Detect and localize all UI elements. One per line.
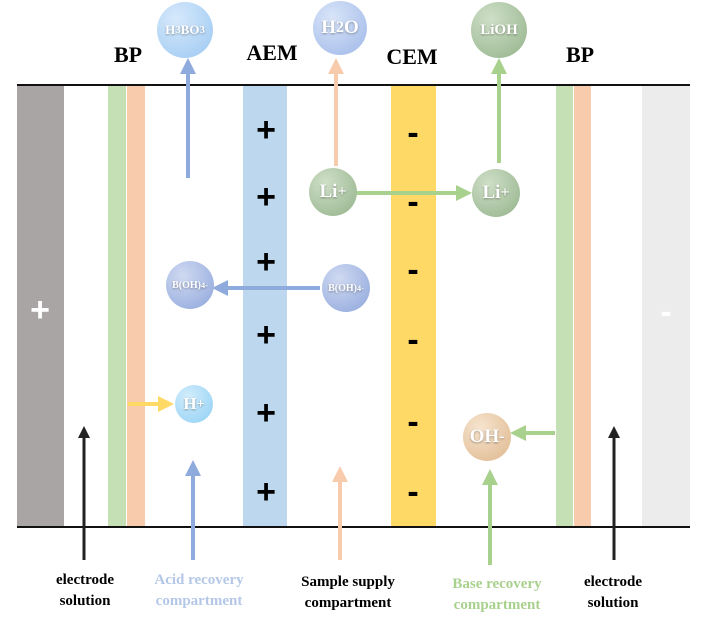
cem-charge: -: [407, 403, 419, 441]
caption-line: compartment: [453, 597, 541, 613]
cathode-sign: -: [660, 293, 672, 331]
aem-charge: +: [256, 111, 276, 149]
caption-line: Sample supply: [301, 574, 395, 590]
caption-line: solution: [59, 593, 111, 609]
anode-sign: +: [30, 291, 50, 329]
cem-charge: -: [407, 473, 419, 511]
aem-charge: +: [256, 178, 276, 216]
caption-sample-compartment: Sample supply compartment: [301, 572, 395, 614]
boh4-ion-sample: B(OH)4-: [322, 264, 370, 312]
bp-right-label: BP: [565, 42, 595, 67]
cem-charge: -: [407, 183, 419, 221]
caption-base-compartment: Base recovery compartment: [452, 574, 541, 616]
aem-label: AEM: [246, 40, 298, 65]
top-boundary: [17, 84, 690, 86]
caption-line: compartment: [155, 593, 243, 609]
lioh-molecule: LiOH: [471, 2, 527, 58]
li-ion-sample: Li+: [309, 168, 357, 216]
bottom-boundary: [17, 526, 690, 528]
cem-charge: -: [407, 321, 419, 359]
bp-right-cation-layer: [556, 86, 573, 526]
cem-charge: -: [407, 114, 419, 152]
bp-left-label: BP: [113, 42, 143, 67]
anode: [17, 86, 64, 526]
li-ion-base: Li+: [472, 169, 520, 217]
aem-charge: +: [256, 473, 276, 511]
aem-charge: +: [256, 394, 276, 432]
boh4-ion-acid: B(OH)4-: [166, 261, 214, 309]
caption-line: solution: [587, 595, 639, 611]
caption-acid-compartment: Acid recovery compartment: [154, 570, 243, 612]
oh-minus-ion: OH-: [463, 413, 511, 461]
bp-left-cation-layer: [108, 86, 126, 526]
bp-left-anion-layer: [127, 86, 145, 526]
cem-label: CEM: [386, 44, 438, 69]
caption-line: Base recovery: [452, 576, 542, 592]
caption-line: compartment: [304, 595, 392, 611]
aem-charge: +: [256, 243, 276, 281]
bp-right-anion-layer: [574, 86, 591, 526]
caption-electrode-right: electrode solution: [584, 572, 642, 614]
caption-line: electrode: [55, 572, 115, 588]
aem-charge: +: [256, 316, 276, 354]
caption-line: electrode: [583, 574, 643, 590]
caption-line: Acid recovery: [154, 572, 244, 588]
cathode: [642, 86, 690, 526]
cem-membrane: [391, 86, 436, 526]
cem-charge: -: [407, 251, 419, 289]
caption-electrode-left: electrode solution: [56, 570, 114, 612]
h-plus-ion: H+: [175, 385, 213, 423]
aem-membrane: [243, 86, 287, 526]
